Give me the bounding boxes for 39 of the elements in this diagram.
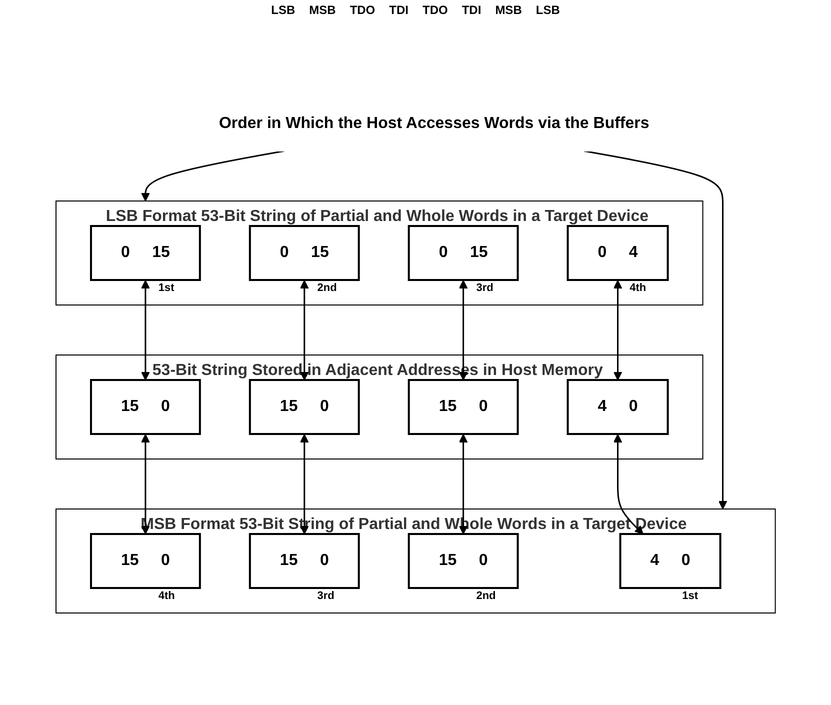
arrow xyxy=(140,150,284,202)
node-box: 15 0 xyxy=(90,533,201,589)
node-text: Order in Which the Host Accesses Words via the Buffers xyxy=(218,115,650,132)
signal-label: TDI xyxy=(462,3,482,17)
node-box: 15 0 xyxy=(248,379,360,435)
order-label: 4th xyxy=(630,282,646,294)
arrow xyxy=(140,434,150,534)
signal-label: MSB xyxy=(495,3,522,17)
node-box: 15 0 xyxy=(90,379,201,435)
node-box: 15 0 xyxy=(408,379,519,435)
node-box: 0 4 xyxy=(566,225,669,281)
order-label: 1st xyxy=(158,282,174,294)
signal-label: TDO xyxy=(422,3,448,17)
order-label: 4th xyxy=(158,590,175,602)
arrow xyxy=(458,280,468,380)
arrow xyxy=(300,434,309,534)
signal-label: TDI xyxy=(389,3,408,17)
order-label: 3rd xyxy=(317,590,334,602)
order-label: 2nd xyxy=(476,590,496,602)
signal-label: TDO xyxy=(350,3,376,17)
arrow xyxy=(300,280,309,380)
arrow xyxy=(584,150,728,510)
order-label: 1st xyxy=(682,590,698,602)
arrow xyxy=(140,280,150,380)
signal-label: LSB xyxy=(271,3,296,17)
node-box: 15 0 xyxy=(408,533,519,589)
node-box: 0 15 xyxy=(90,225,201,281)
signal-label: MSB xyxy=(309,3,336,17)
node-box: 0 15 xyxy=(408,225,519,281)
signal-label: LSB xyxy=(536,3,560,17)
node-box: 15 0 xyxy=(248,533,360,589)
arrow xyxy=(613,434,644,534)
order-label: 2nd xyxy=(317,282,337,294)
arrow xyxy=(613,280,622,380)
arrow xyxy=(458,434,468,534)
node-box: 0 15 xyxy=(248,225,360,281)
node-box: 4 0 xyxy=(566,379,669,435)
order-label: 3rd xyxy=(476,282,494,294)
node-box: 4 0 xyxy=(619,533,722,589)
